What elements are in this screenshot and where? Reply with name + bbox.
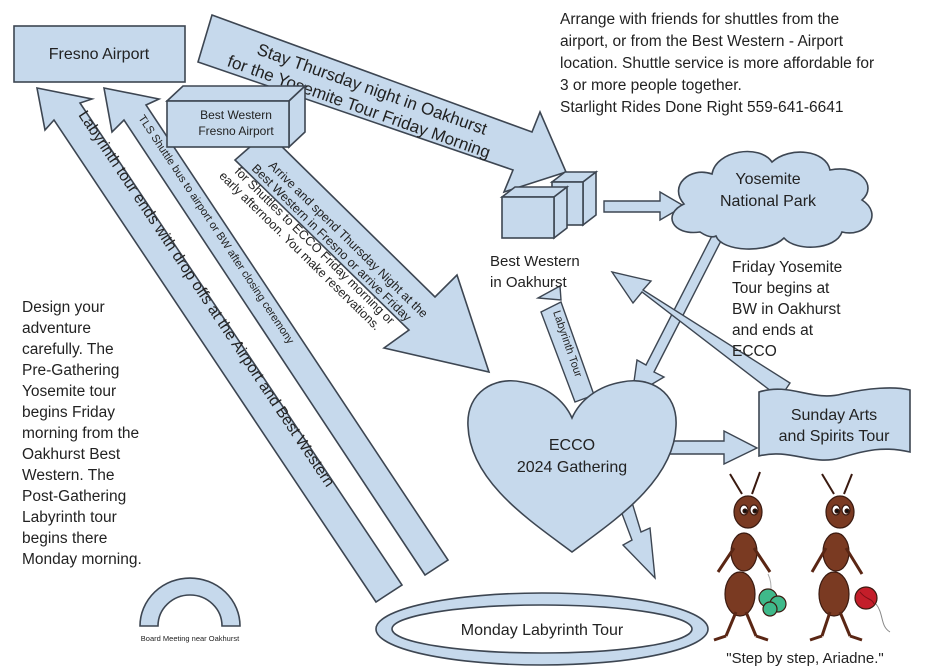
design-note-line: adventure xyxy=(22,320,91,337)
design-note-line: Design your xyxy=(22,299,105,316)
shuttle-note-line: airport, or from the Best Western - Airp… xyxy=(560,33,844,50)
board-meeting-node: Board Meeting near Oakhurst xyxy=(139,577,241,643)
banner-shape xyxy=(758,387,911,461)
best-western-oakhurst-node xyxy=(499,170,599,240)
cloud-shape xyxy=(671,150,873,250)
friday-note: Friday Yosemite Tour begins at BW in Oak… xyxy=(732,259,842,360)
building-icon xyxy=(499,170,599,240)
sunday-label-line1: Sunday Arts xyxy=(791,407,877,424)
yosemite-label-line2: National Park xyxy=(720,193,817,210)
bw-fresno-label-line2: Fresno Airport xyxy=(198,124,274,138)
monday-label: Monday Labyrinth Tour xyxy=(461,622,624,639)
caption: "Step by step, Ariadne." xyxy=(726,650,883,667)
friday-note-line: Tour begins at xyxy=(732,280,830,297)
design-note-line: Post-Gathering xyxy=(22,488,126,505)
arc-shape xyxy=(139,577,241,627)
shuttle-note-line: location. Shuttle service is more afford… xyxy=(560,55,874,72)
board-meeting-label: Board Meeting near Oakhurst xyxy=(141,634,240,643)
ant-right xyxy=(809,473,891,642)
bw-oakhurst-label-line2: in Oakhurst xyxy=(490,274,568,291)
arrive-thursday-arrow: Arrive and spend Thursday Night at the B… xyxy=(216,130,491,374)
ecco-label-line1: ECCO xyxy=(549,437,595,454)
design-note-line: morning from the xyxy=(22,425,139,442)
yosemite-label-line1: Yosemite xyxy=(735,171,800,188)
best-western-fresno-node: Best Western Fresno Airport xyxy=(164,84,308,149)
design-note-line: begins Friday xyxy=(22,404,115,421)
ant-left xyxy=(713,471,787,642)
sunday-to-oakhurst-arrow xyxy=(610,270,791,400)
ecco-label-line2: 2024 Gathering xyxy=(517,459,627,476)
design-note-line: Yosemite tour xyxy=(22,383,116,400)
ant-illustration xyxy=(713,471,891,642)
design-note-line: Pre-Gathering xyxy=(22,362,119,379)
shuttle-note: Arrange with friends for shuttles from t… xyxy=(560,11,874,116)
shuttle-note-line: Starlight Rides Done Right 559-641-6641 xyxy=(560,99,843,116)
friday-note-line: Friday Yosemite xyxy=(732,259,842,276)
design-note: Design your adventure carefully. The Pre… xyxy=(22,299,142,568)
design-note-line: Western. The xyxy=(22,467,114,484)
sunday-label-line2: and Spirits Tour xyxy=(779,428,891,445)
design-note-line: Oakhurst Best xyxy=(22,446,121,463)
friday-note-line: and ends at xyxy=(732,322,814,339)
design-note-line: begins there xyxy=(22,530,107,547)
bw-fresno-label-line1: Best Western xyxy=(200,108,272,122)
fresno-airport-node: Fresno Airport xyxy=(13,25,186,83)
shuttle-note-line: Arrange with friends for shuttles from t… xyxy=(560,11,839,28)
oakhurst-to-yosemite-arrow xyxy=(603,190,686,222)
fresno-airport-label: Fresno Airport xyxy=(49,46,150,63)
friday-note-line: BW in Oakhurst xyxy=(732,301,841,318)
ecco-node: ECCO 2024 Gathering xyxy=(467,380,677,553)
bw-oakhurst-label-line1: Best Western xyxy=(490,253,580,270)
yosemite-node: Yosemite National Park xyxy=(671,150,873,250)
sunday-tour-node: Sunday Arts and Spirits Tour xyxy=(758,387,911,461)
labyrinth-tour-arrow: Labyrinth Tour xyxy=(535,284,595,403)
shuttle-note-line: 3 or more people together. xyxy=(560,77,742,94)
monday-tour-node: Monday Labyrinth Tour xyxy=(375,592,709,666)
red-yarn-icon xyxy=(854,586,878,610)
design-note-line: Labyrinth tour xyxy=(22,509,117,526)
design-note-line: carefully. The xyxy=(22,341,114,358)
friday-note-line: ECCO xyxy=(732,343,777,360)
design-note-line: Monday morning. xyxy=(22,551,142,568)
green-yarn-icon xyxy=(758,588,787,617)
heart-shape xyxy=(467,380,677,553)
